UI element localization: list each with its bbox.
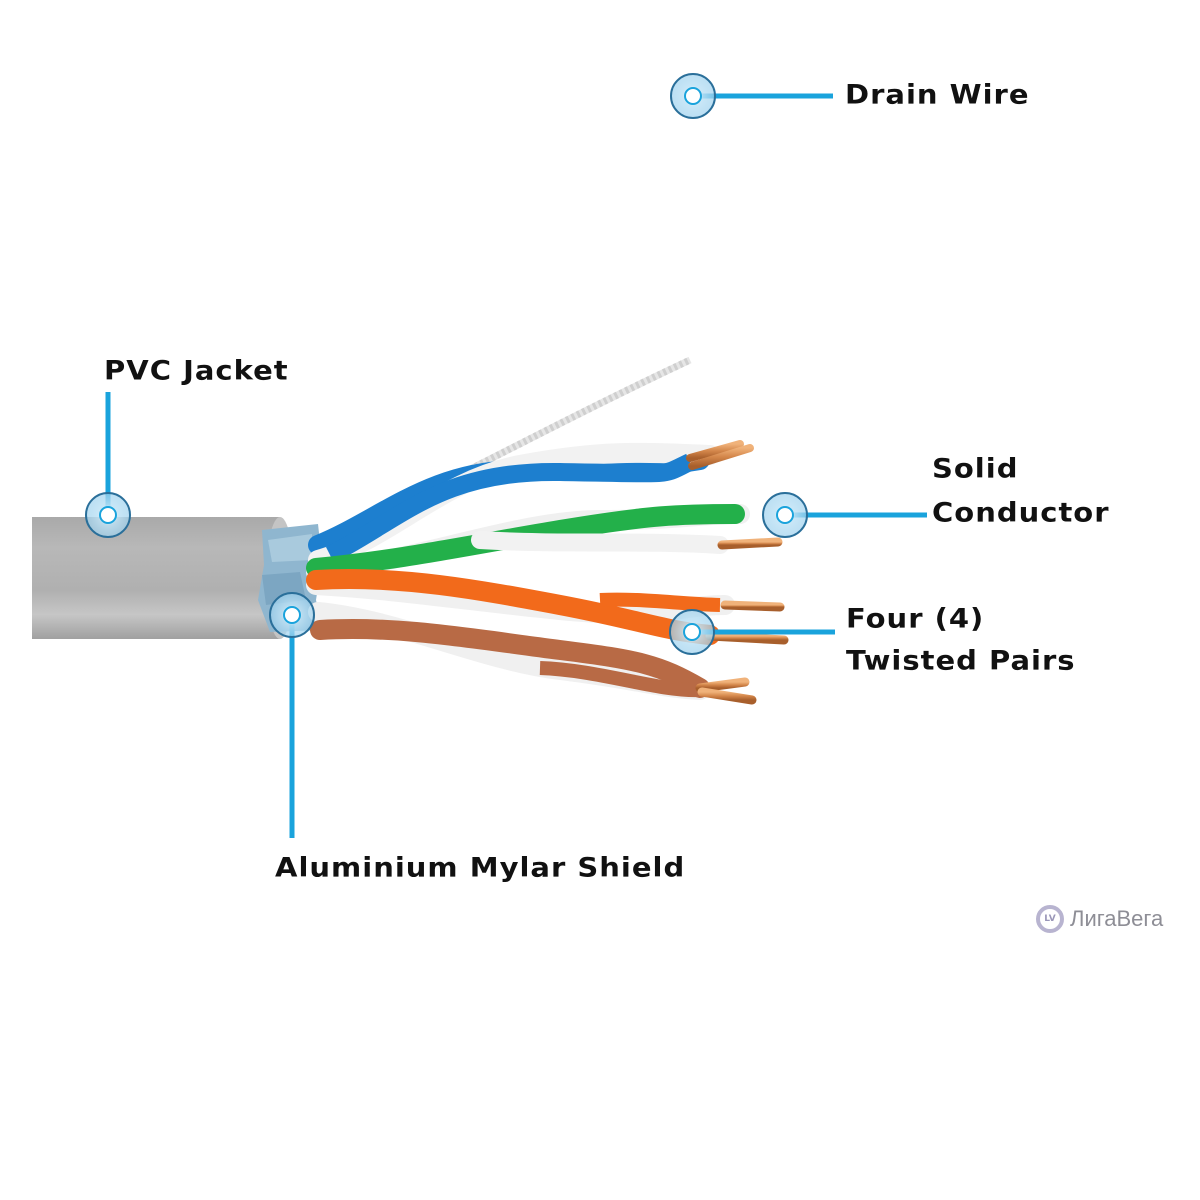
watermark-logo-icon: LV bbox=[1036, 905, 1064, 933]
label-pvc-jacket: PVC Jacket bbox=[104, 354, 289, 386]
callout-marker-drain-wire bbox=[670, 73, 716, 119]
watermark-text: ЛигаВега bbox=[1070, 906, 1164, 931]
callout-marker-twisted-pairs bbox=[669, 609, 715, 655]
blue-twisted-pair bbox=[308, 440, 754, 570]
watermark: LV ЛигаВега bbox=[1036, 905, 1163, 933]
callout-marker-pvc-jacket bbox=[85, 492, 131, 538]
green-twisted-pair bbox=[306, 504, 795, 582]
callout-marker-shield bbox=[269, 592, 315, 638]
label-drain-wire: Drain Wire bbox=[845, 78, 1030, 110]
label-solid-conductor-line1: Solid bbox=[932, 452, 1019, 484]
label-twisted-pairs-line1: Four (4) bbox=[846, 602, 985, 634]
label-twisted-pairs-line2: Twisted Pairs bbox=[846, 644, 1076, 676]
orange-twisted-pair bbox=[306, 569, 789, 645]
callout-marker-solid-conductor bbox=[762, 492, 808, 538]
label-solid-conductor-line2: Conductor bbox=[932, 496, 1110, 528]
label-shield: Aluminium Mylar Shield bbox=[275, 851, 686, 883]
pvc-jacket bbox=[32, 517, 294, 639]
brown-twisted-pair bbox=[308, 602, 757, 705]
